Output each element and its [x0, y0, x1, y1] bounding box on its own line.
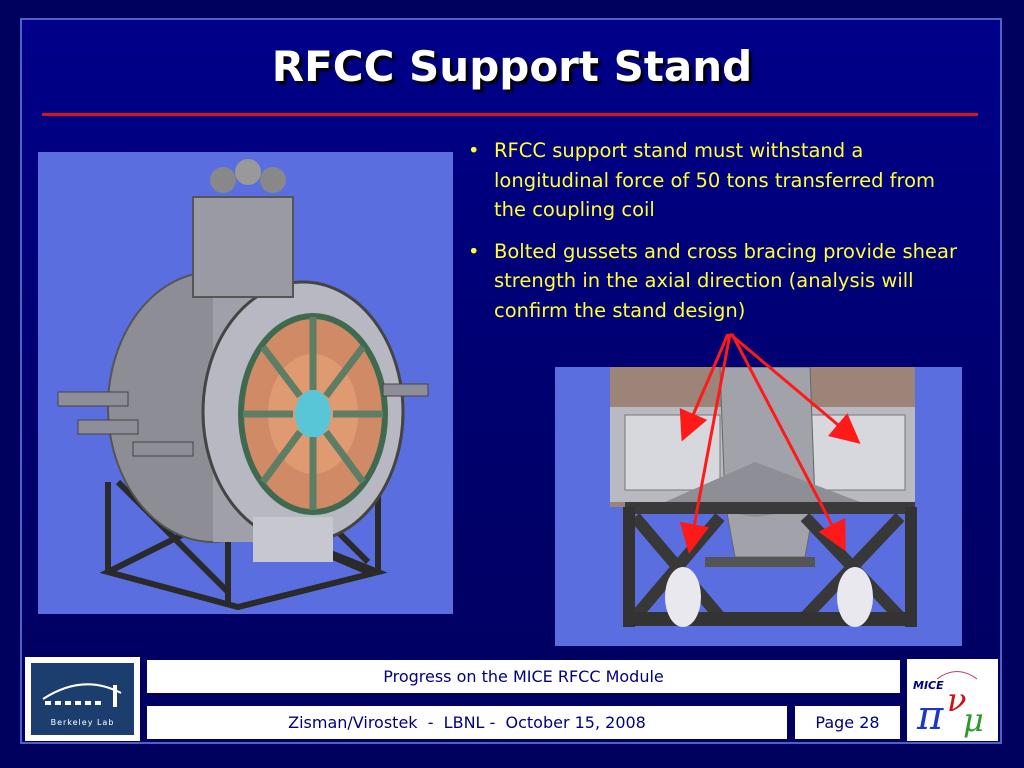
- logo-caption: Berkeley Lab: [50, 718, 115, 727]
- stand-detail-image: [555, 367, 962, 646]
- mice-logo: MICE π ν μ: [907, 659, 998, 741]
- title-divider: [42, 113, 978, 116]
- berkeley-lab-logo: Berkeley Lab: [25, 657, 140, 741]
- svg-text:π: π: [916, 693, 944, 739]
- rfcc-module-image: [38, 152, 453, 614]
- bullet-item: RFCC support stand must withstand a long…: [466, 136, 966, 225]
- svg-text:ν: ν: [947, 681, 966, 719]
- mice-logo-text: MICE: [913, 679, 944, 692]
- bullet-list: RFCC support stand must withstand a long…: [466, 136, 966, 337]
- bullet-item: Bolted gussets and cross bracing provide…: [466, 237, 966, 326]
- footer-page-number: Page 28: [795, 706, 900, 739]
- slide-title: RFCC Support Stand: [271, 42, 753, 91]
- footer-project-title: Progress on the MICE RFCC Module: [147, 660, 900, 693]
- svg-text:μ: μ: [963, 701, 984, 739]
- footer-authors: Zisman/Virostek - LBNL - October 15, 200…: [147, 706, 787, 739]
